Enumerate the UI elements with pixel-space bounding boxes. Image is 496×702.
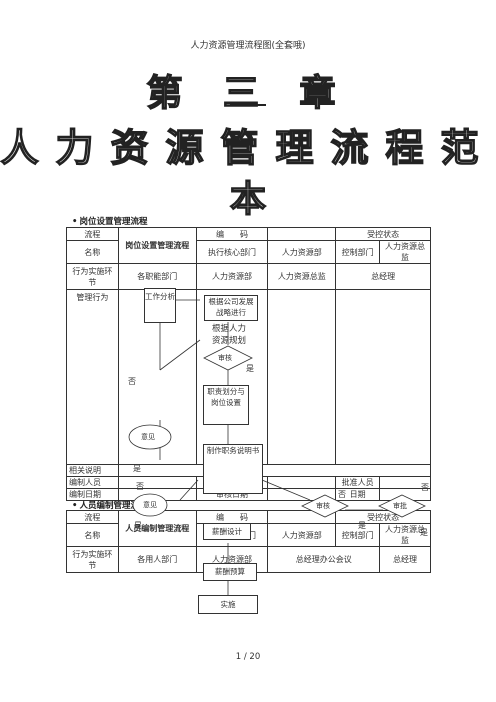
opinion-ellipse-lower [132,493,168,517]
no-label-1: 否 [128,377,136,386]
cell2-hr-dept: 人力资源部 [267,523,337,547]
cell-functional-depts: 各职能部门 [117,263,197,290]
approve-diamond [378,494,426,518]
cell-impl-hr-director: 人力资源总监 [267,263,337,290]
cell2-user-depts: 各用人部门 [117,546,197,573]
yes-label-2: 是 [133,464,141,473]
cell-flow-name: 岗位设置管理流程 [117,227,197,264]
staffing-flow-table: 流程 人员编制管理流程 编 码 受控状态 名称 执行核心部门 人力资源部 控制部… [66,510,431,573]
yes-label-1: 是 [246,364,254,373]
cell2-name-label: 名称 [66,523,119,547]
salary-design-box: 薪酬设计 [203,523,251,540]
chapter-subtitle: 人力资源管理流程范 [0,124,496,170]
opinion-ellipse [128,424,172,450]
chapter-title: 第 三 章 [146,71,350,114]
title-underline [230,104,266,106]
per-hr-plan-text: 根据人力资源规划 [212,324,247,346]
salary-budget-box: 薪酬预算 [203,563,257,581]
bullet-icon: • [72,501,78,511]
cell2-impl-label: 行为实施环节 [66,546,119,573]
opinion-label-lower: 意见 [143,501,157,509]
cell2-gm-meeting: 总经理办公会议 [267,546,381,573]
yes-label-3: 是 [134,521,142,530]
review-diamond [203,345,253,371]
section-title: 岗位设置管理流程 [79,217,148,227]
section2-title: 人员编制管理流程 [79,501,148,511]
cell-impl-hr: 人力资源部 [195,263,269,290]
position-flow-table: 流程 岗位设置管理流程 编 码 受控状态 名称 执行核心部门 人力资源部 控制部… [66,227,432,501]
duties-box: 职责划分与岗位设置 [203,385,249,425]
implement-box: 实施 [198,595,258,614]
cell2-flow: 流程 [66,510,119,524]
yes-label-4: 是 [358,521,366,530]
cell-edit-date: 编制日期 [66,488,119,501]
page-header: 人力资源管理流程图(全套哦) [190,41,306,51]
chapter-subtitle-end: 本 [229,177,266,220]
review-diamond-lower [301,494,349,518]
work-analysis-box: 工作分析 [144,288,176,323]
section-heading-position: •岗位设置管理流程 [72,215,147,227]
cell-impl-gm: 总经理 [335,263,431,290]
review-label-lower: 审核 [316,502,330,510]
cell-impl-label: 行为实施环节 [66,263,119,290]
no-label-4: 否 [421,483,429,492]
bullet-icon: • [72,217,78,227]
cell-management-label: 管理行为 [66,289,119,465]
cell2-hr-director: 人力资源总监 [379,523,431,547]
per-company-strategy-box: 根据公司发展战略进行 [204,295,258,321]
cell2-gm: 总经理 [379,546,431,573]
yes-label-5: 是 [420,528,428,537]
cell-control-dept: 控制部门 [335,240,381,264]
opinion-label: 意见 [141,433,155,441]
no-label-2: 否 [136,482,144,491]
cell-date: 日期 [335,488,381,501]
section2-heading: •人员编制管理流程 [72,499,147,511]
job-description-box: 制作职务说明书 [203,444,263,494]
page-number: 1 / 20 [235,652,261,662]
approve-label: 审批 [393,502,407,510]
review-label: 审核 [218,354,232,362]
no-label-3: 否 [338,490,346,499]
